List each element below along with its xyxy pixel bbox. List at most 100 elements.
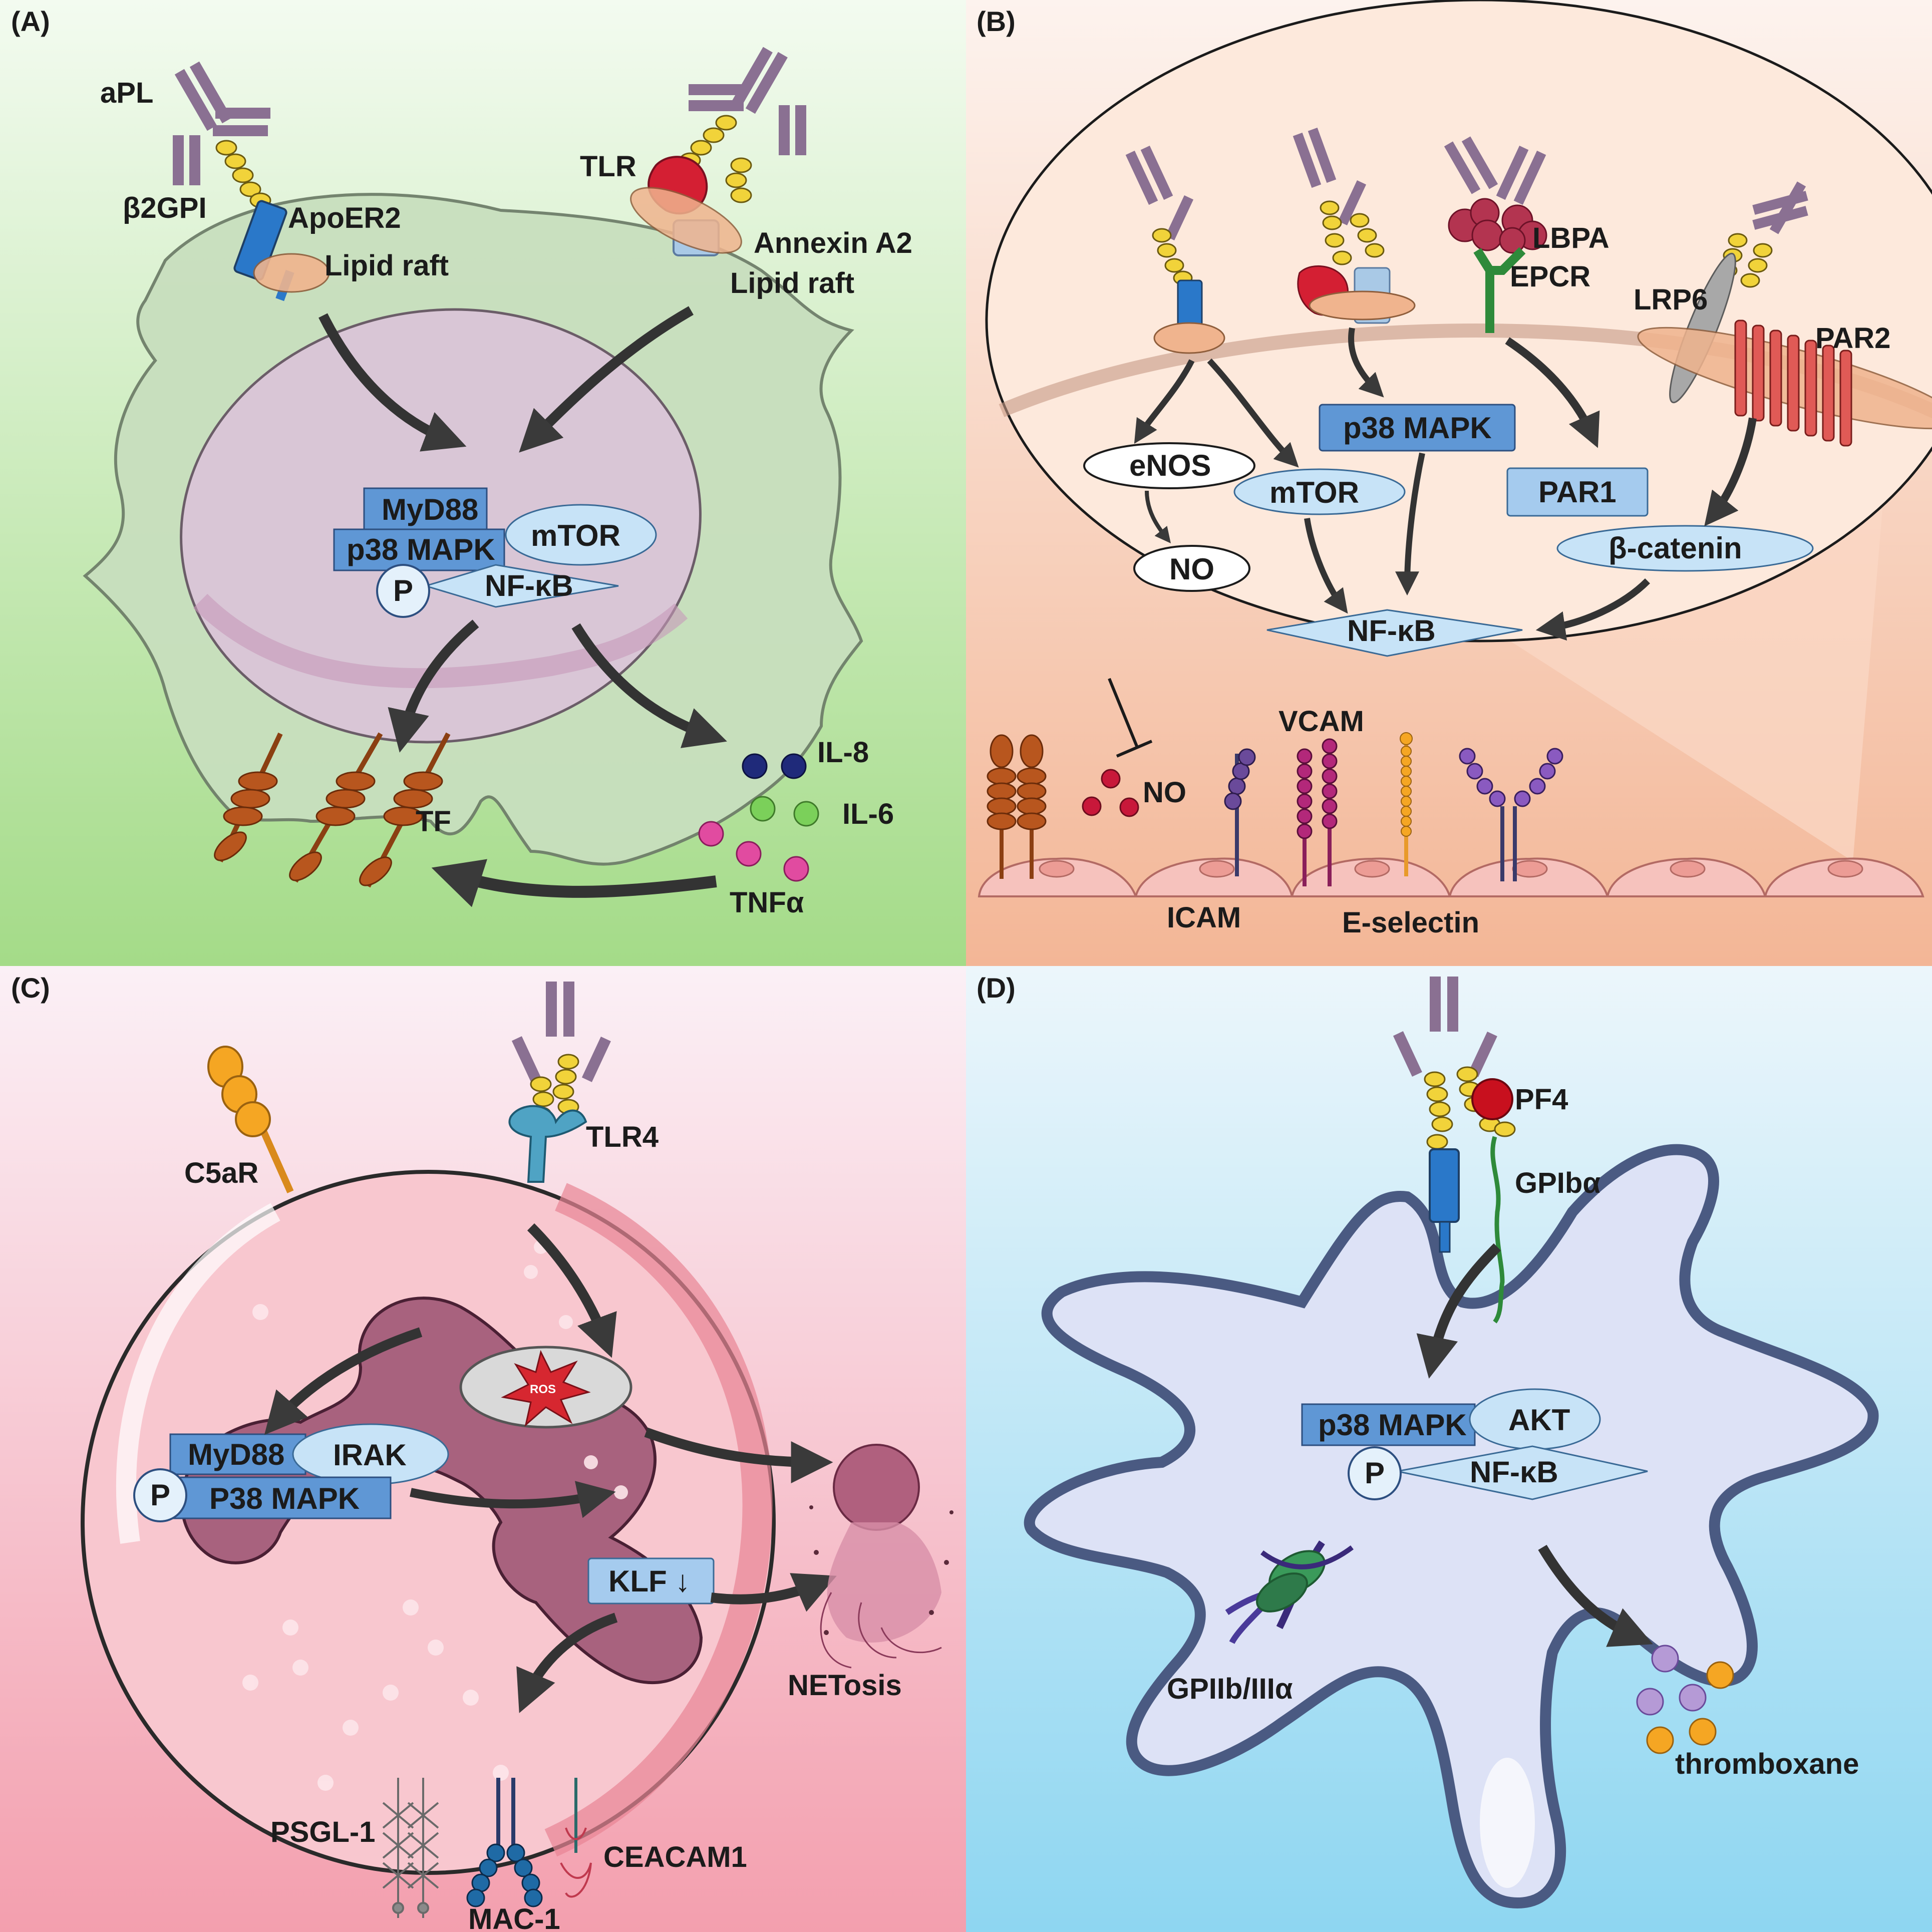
gpiba-receptor [1490,1136,1505,1324]
il8-label: IL-8 [817,736,869,769]
tissue-factor-molecules [214,732,451,888]
tnfa-spheres [698,821,809,882]
mtor-ellipse-b [1233,468,1406,515]
par2-label: PAR2 [1815,322,1890,355]
lipid-raft-b1 [1153,322,1225,354]
lbpa-cluster [1448,198,1547,254]
lipid-raft-left-label: Lipid raft [325,249,449,282]
nfkb-label-a: NF-κB [485,569,573,602]
netosis-cell [809,1444,953,1669]
panel-a-nucleus-fold [193,593,688,689]
platelet-cell [1024,1144,1879,1909]
no-spheres [1082,769,1139,817]
phospho-label-a: P [393,574,413,607]
klf-box [587,1557,715,1604]
p38-box-a [333,528,505,571]
vcam-molecules [1297,738,1338,886]
lipid-raft-right-label: Lipid raft [730,267,854,299]
tnfa-label: TNFα [730,886,804,919]
ceacam1-label: CEACAM1 [603,1841,747,1873]
phospho-label-d: P [1365,1456,1385,1490]
ros-label: ROS [530,1383,556,1396]
mtor-label-b: mTOR [1269,476,1359,509]
antibody-b1 [1125,145,1194,241]
p38-box-b [1319,404,1516,452]
icam-label: ICAM [1167,901,1241,934]
panel-d-letter: (D) [977,972,1016,1004]
netosis-label: NETosis [788,1669,902,1702]
phospho-circle-d [1348,1446,1402,1500]
irak-label: IRAK [333,1438,407,1472]
b2gpi-beads-b2 [1320,200,1385,265]
mac1-molecule [466,1778,543,1907]
mtor-label-a: mTOR [531,519,620,552]
arrow-d-to-thromboxane [1538,1544,1653,1647]
il6-label: IL-6 [842,798,894,830]
thromboxane-spheres [1636,1645,1734,1754]
eselectin-molecule [1400,732,1413,876]
platelet-highlight [1480,1758,1535,1888]
no-inhibition-mark [1108,678,1153,758]
antibody-apl-right [689,47,806,155]
tf-label: TF [416,805,451,838]
p38-label-b: p38 MAPK [1343,411,1492,445]
bcatenin-label: β-catenin [1608,531,1742,565]
b2gpi-beads-right [679,115,752,203]
granules [242,1240,628,1791]
akt-label: AKT [1508,1403,1570,1437]
neutrophil-rim [544,1183,773,1857]
nfkb-label-d: NF-κB [1470,1455,1558,1489]
panel-c: (C) C5aR TLR4 [0,966,966,1932]
arrow-d-down [1416,1243,1501,1379]
myd88-label-c: MyD88 [188,1438,284,1471]
p38-label-a: p38 MAPK [347,533,495,566]
mac1-label: MAC-1 [468,1903,560,1932]
antibody-d [1393,977,1497,1077]
nfkb-label-b: NF-κB [1347,614,1436,648]
panel-a-letter: (A) [11,6,50,37]
par2-receptor [1734,319,1852,447]
enos-label: eNOS [1129,449,1211,482]
panel-c-letter: (C) [11,972,50,1004]
apl-label: aPL [100,77,153,109]
panel-b-arrows [1134,327,1757,641]
lipid-raft-left [253,253,330,293]
endothelial-nuclei [1039,860,1863,878]
annexin-a2-label: Annexin A2 [754,227,912,259]
icam-molecule [1224,748,1256,876]
antibody-b4 [1752,181,1808,234]
gpiib-iiia-complex [1225,1540,1354,1644]
myd88-label-a: MyD88 [382,493,478,526]
no-ellipse-b [1133,545,1250,592]
lrp6-label: LRP6 [1634,283,1708,316]
tlr4-receptor [508,1105,587,1183]
antibody-apl-left [173,61,270,185]
lbpa-label: LBPA [1532,222,1609,254]
apoer2-label: ApoER2 [288,202,401,234]
panel-d: (D) PF4 GPIbα p38 MAPK AKT NF-κB [966,966,1932,1932]
arrow-a-right-down [519,306,694,453]
tlr4-label: TLR4 [586,1121,659,1153]
klf-label: KLF ↓ [608,1564,690,1598]
eselectin-label: E-selectin [1342,906,1479,939]
apoer2-d [1429,1148,1460,1253]
nfkb-diamond-a [423,564,619,608]
epcr-receptor [1473,247,1526,333]
endothelial-tf [987,734,1047,879]
p38-box-c [169,1476,392,1519]
panel-a: (A) aPL β2GPI ApoER2 Lipid raft [0,0,966,966]
adhesion-dimer [1459,748,1563,881]
no-label-bottom: NO [1143,776,1186,809]
panel-b: (B) [966,0,1932,966]
arrow-a-to-cytokines [571,623,727,748]
pf4-label: PF4 [1515,1083,1568,1116]
par1-box [1506,467,1649,517]
b2gpi-beads-b1 [1152,228,1193,285]
antibody-b3 [1444,136,1546,205]
b2gpi-label: β2GPI [123,192,207,224]
ceacam1-molecule [560,1778,592,1898]
par1-label: PAR1 [1538,475,1617,509]
myd88-box-a [363,487,488,530]
tlr-label: TLR [580,150,636,183]
